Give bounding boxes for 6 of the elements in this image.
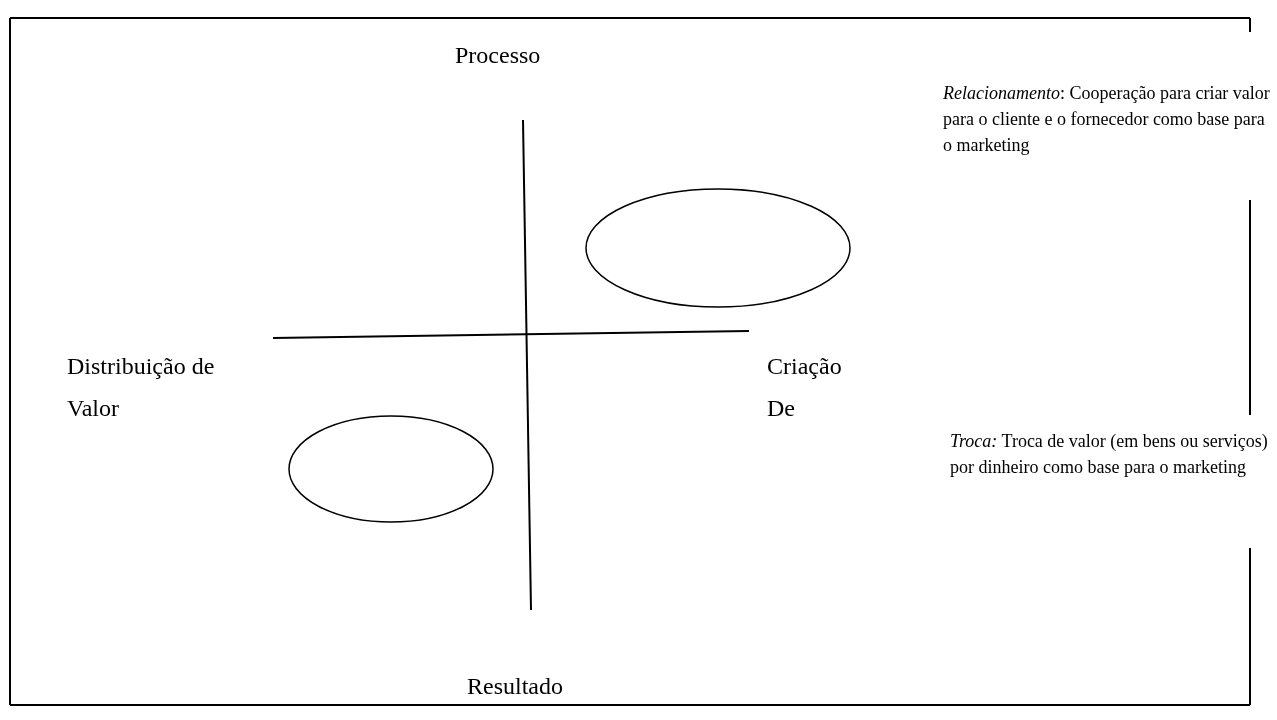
axis-label: Processo	[455, 41, 542, 70]
axis-label: Resultado	[467, 672, 564, 701]
axis-label: Distribuição de Valor	[67, 352, 216, 423]
note-text: Troca: Troca de valor (em bens ou serviços) por dinheiro como base para o marketing	[950, 430, 1269, 479]
note-text: Relacionamento: Cooperação para criar valor para o cliente e o fornecedor como base para o marketing	[943, 82, 1271, 157]
axis-label: Criação De	[767, 352, 843, 423]
